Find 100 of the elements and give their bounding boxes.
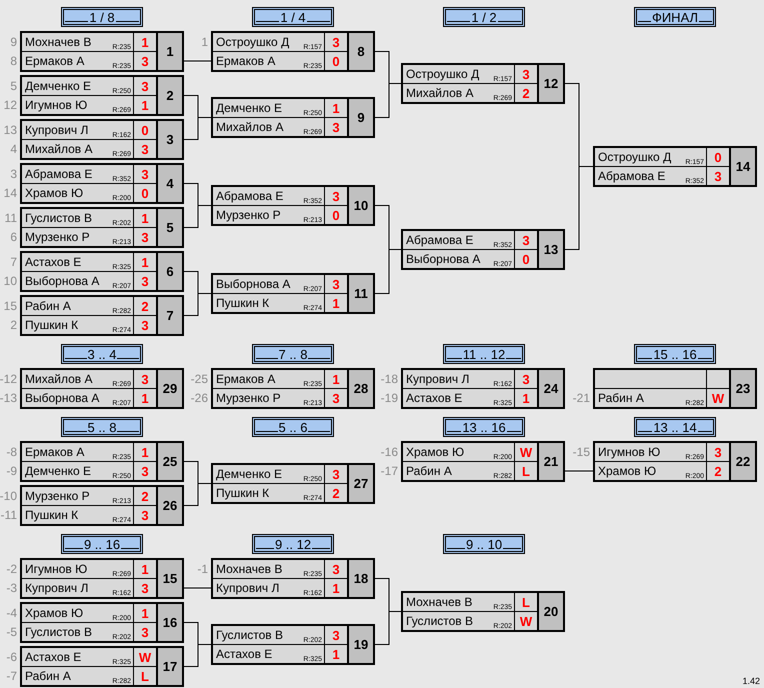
score: 1 (140, 560, 150, 578)
round-header: 5 .. 6 (252, 417, 334, 437)
score: 3 (140, 462, 150, 480)
score: 0 (331, 52, 341, 70)
player-name: Пушкин К (25, 508, 78, 522)
score: 2 (140, 488, 150, 505)
score: 3 (521, 232, 531, 249)
score: 1 (140, 96, 150, 114)
round-header: 1 / 4 (252, 7, 334, 27)
bracket-line (184, 205, 212, 228)
seed-number: -15 (572, 445, 590, 459)
score: 3 (140, 52, 150, 70)
score: 1 (331, 580, 341, 597)
score: 3 (140, 166, 150, 183)
seed-number: -13 (0, 391, 17, 405)
score: 1 (140, 604, 150, 622)
match-number: 14 (729, 148, 755, 185)
bracket-line (184, 644, 212, 667)
match-box (593, 146, 757, 187)
player-name: Мохначев В (216, 562, 282, 576)
match-number: 21 (537, 443, 563, 480)
score: 3 (331, 626, 341, 644)
match-box (401, 591, 565, 632)
seed-number: 2 (10, 318, 17, 332)
match-box (401, 63, 565, 104)
score: 1 (331, 294, 341, 312)
match-box (401, 229, 565, 270)
seed-number: -1 (197, 562, 208, 576)
score: 3 (331, 276, 341, 293)
round-header: 11 .. 12 (443, 344, 525, 364)
player-name: Михайлов А (25, 142, 92, 156)
player-name: Абрамова Е (25, 167, 92, 181)
score: L (140, 668, 150, 685)
match-number: 11 (347, 275, 373, 312)
match-number: 23 (729, 370, 755, 407)
match-number: 1 (156, 33, 182, 70)
player-name: Гуслистов В (25, 625, 92, 639)
score: 3 (140, 316, 150, 334)
seed-number: -11 (0, 508, 17, 522)
score: 0 (331, 206, 341, 224)
player-name: Мохначев В (406, 595, 472, 609)
score: L (521, 594, 531, 611)
bracket-line (184, 60, 212, 62)
round-header: 9 .. 12 (252, 534, 334, 554)
score: 3 (331, 560, 341, 578)
player-row (213, 578, 347, 597)
player-name: Храмов Ю (406, 445, 464, 459)
version-number: 1.42 (742, 676, 760, 686)
score: 3 (140, 506, 150, 524)
match-number: 25 (156, 443, 182, 480)
match-number: 7 (156, 297, 182, 334)
seed-number: 11 (4, 211, 17, 225)
player-name: Игумнов Ю (25, 562, 88, 576)
match-number: 4 (156, 165, 182, 202)
seed-number: 15 (4, 299, 17, 313)
score: 3 (521, 66, 531, 83)
seed-number: -7 (6, 669, 17, 683)
match-number: 8 (347, 33, 373, 70)
seed-number: -19 (380, 391, 398, 405)
score: 3 (140, 78, 150, 95)
score: 2 (331, 484, 341, 502)
match-box (211, 97, 375, 138)
player-name: Выборнова А (406, 252, 480, 266)
match-box (211, 273, 375, 314)
player-name: Мохначев В (25, 35, 92, 49)
player-row (213, 51, 347, 70)
player-name: Рабин А (406, 464, 452, 478)
seed-number: 7 (10, 255, 17, 269)
round-header: 3 .. 4 (61, 344, 143, 364)
player-name: Демченко Е (216, 467, 282, 481)
player-row (213, 293, 347, 312)
bracket-line (184, 293, 212, 316)
player-name: Гуслистов В (406, 614, 474, 628)
score: W (710, 390, 726, 407)
score: 3 (521, 370, 531, 388)
score: 1 (521, 390, 531, 407)
player-name: Рабин А (25, 669, 71, 683)
player-name: Абрамова Е (406, 233, 474, 247)
round-header: 15 .. 16 (634, 344, 716, 364)
player-name: Ермаков А (25, 445, 84, 459)
score: 0 (713, 148, 723, 166)
score: W (138, 648, 152, 666)
player-name: Демченко Е (25, 464, 91, 478)
score: 0 (140, 122, 150, 139)
player-name: Мурзенко Р (25, 489, 90, 503)
player-name: Выборнова А (25, 274, 100, 288)
seed-number: -5 (6, 625, 17, 639)
bracket-line (374, 611, 402, 645)
player-name: Остроушко Д (598, 150, 672, 164)
player-name: Демченко Е (25, 79, 91, 93)
player-name: Храмов Ю (25, 606, 84, 620)
player-name: Мурзенко Р (25, 230, 90, 244)
match-number: 3 (156, 121, 182, 158)
score: 3 (331, 188, 341, 205)
player-name: Мурзенко Р (216, 208, 281, 222)
score: 1 (331, 100, 341, 117)
seed-number: -18 (380, 372, 398, 386)
seed-number: -25 (190, 372, 208, 386)
player-row (213, 205, 347, 224)
player-name: Демченко Е (216, 101, 282, 115)
